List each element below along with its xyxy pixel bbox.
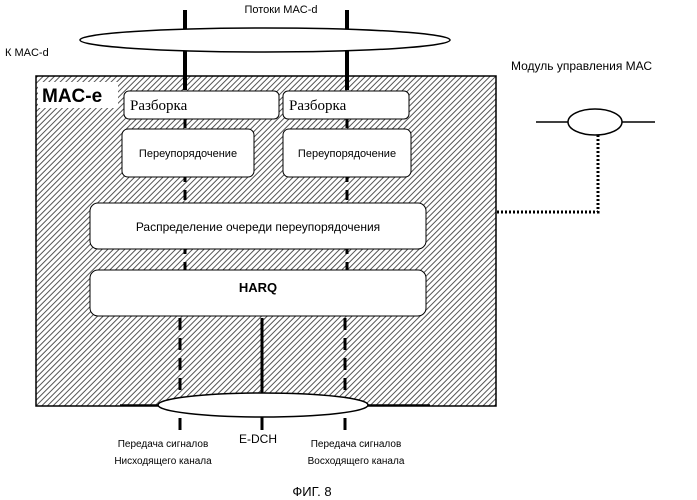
uplink-label-line1: Передача сигналов xyxy=(311,439,402,450)
disassembly-label-left: Разборка xyxy=(130,98,188,114)
uplink-label-line2: Восходящего канала xyxy=(308,456,405,467)
queue-distribution-label: Распределение очереди переупорядочения xyxy=(136,220,380,234)
bottom-channels-ellipse xyxy=(158,393,368,417)
downlink-label-line1: Передача сигналов xyxy=(118,439,209,450)
downlink-label-line2: Нисходящего канала xyxy=(114,456,212,467)
figure-caption: ФИГ. 8 xyxy=(292,484,331,499)
control-link-dashed xyxy=(496,135,598,212)
to-mac-d-label: К MAC-d xyxy=(5,47,49,59)
harq-label: HARQ xyxy=(239,280,277,295)
reordering-label-right: Переупорядочение xyxy=(298,148,396,160)
control-module-ellipse xyxy=(568,109,622,135)
reordering-label-left: Переупорядочение xyxy=(139,148,237,160)
mac-d-flows-label: Потоки MAC-d xyxy=(244,4,317,16)
mac-d-flows-ellipse xyxy=(80,28,450,52)
edch-label: E-DCH xyxy=(239,432,277,446)
mac-e-label: MAC-e xyxy=(42,86,102,107)
disassembly-label-right: Разборка xyxy=(289,98,347,114)
mac-control-module-label: Модуль управления МАС xyxy=(511,59,652,73)
